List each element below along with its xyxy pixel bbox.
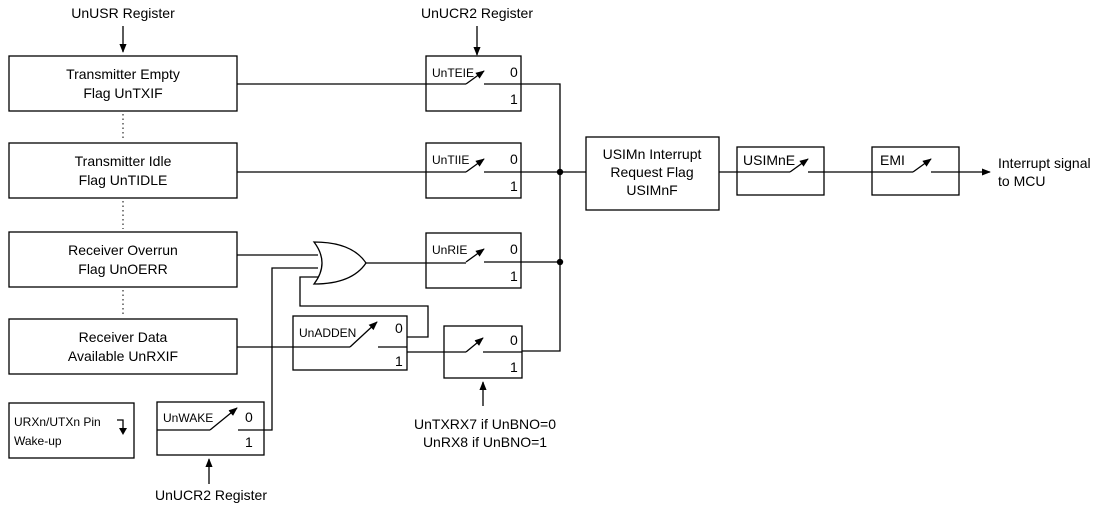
merge-bus-wire [521,83,561,352]
usimne-label: USIMnE [743,152,795,168]
usr-register-label: UnUSR Register [71,5,175,21]
interrupt-flag-line3: USIMnF [626,182,677,198]
interrupt-flag-line1: USIMn Interrupt [603,146,702,162]
txrx-one: 1 [510,359,518,375]
unrie-label: UnRIE [432,243,467,257]
wake-pin-box: URXn/UTXn Pin Wake-up [8,402,135,459]
unadden-one: 1 [395,353,403,369]
wire [299,276,429,338]
junction-dot [556,168,564,176]
unadden-label: UnADDEN [299,326,356,340]
rx-overrun-line1: Receiver Overrun [68,242,178,258]
unwake-switch: UnWAKE 0 1 [156,401,265,456]
falling-edge-arrow-icon [119,428,127,435]
txrx-select-line2: UnRX8 if UnBNO=1 [423,434,547,450]
untiie-one: 1 [510,178,518,194]
unwake-label: UnWAKE [163,411,213,425]
usimn-interrupt-flag-box: USIMn Interrupt Request Flag USIMnF [585,136,720,211]
unrie-switch: UnRIE 0 1 [425,232,522,289]
rx-data-line2: Available UnRXIF [68,348,178,364]
output-line2: to MCU [998,173,1045,189]
wake-pin-line2: Wake-up [14,434,62,448]
txrx-select-line1: UnTXRX7 if UnBNO=0 [414,416,556,432]
unteie-one: 1 [510,91,518,107]
unrie-one: 1 [510,268,518,284]
untiie-label: UnTIIE [432,153,469,167]
switch-arm-icon [465,158,485,173]
rx-overrun-flag-box: Receiver Overrun Flag UnOERR [8,231,238,288]
rx-data-flag-box: Receiver Data Available UnRXIF [8,318,238,375]
switch-arm-icon [789,158,809,173]
txrx-zero: 0 [510,332,518,348]
switch-arm-icon [209,407,238,431]
switch-arm-icon [465,337,484,353]
unteie-switch: UnTEIE 0 1 [425,55,522,112]
emi-switch: EMI [871,146,960,196]
or-gate-icon [312,241,367,285]
unwake-zero: 0 [245,409,253,425]
tx-idle-line2: Flag UnTIDLE [79,172,168,188]
untiie-zero: 0 [510,151,518,167]
switch-arm-icon [349,321,378,348]
emi-label: EMI [880,152,905,168]
rx-overrun-line2: Flag UnOERR [78,261,167,277]
tx-idle-line1: Transmitter Idle [75,153,172,169]
usimne-switch: USIMnE [736,146,825,196]
output-line1: Interrupt signal [998,155,1091,171]
junction-dot [556,258,564,266]
unrie-zero: 0 [510,241,518,257]
tx-empty-line1: Transmitter Empty [66,66,180,82]
tx-empty-flag-box: Transmitter Empty Flag UnTXIF [8,55,238,112]
tx-empty-line2: Flag UnTXIF [83,85,162,101]
unteie-label: UnTEIE [432,66,474,80]
rx-data-line1: Receiver Data [79,329,168,345]
txrx-switch: 0 1 [443,325,523,379]
ucr2-register-bottom-label: UnUCR2 Register [155,487,267,503]
unwake-one: 1 [245,434,253,450]
switch-arm-icon [912,158,932,173]
wake-pin-line1: URXn/UTXn Pin [14,415,101,429]
ucr2-register-top-label: UnUCR2 Register [421,5,533,21]
wire [264,267,318,431]
switch-arm-icon [465,70,485,85]
unadden-switch: UnADDEN 0 1 [292,315,408,371]
tx-idle-flag-box: Transmitter Idle Flag UnTIDLE [8,142,238,199]
untiie-switch: UnTIIE 0 1 [425,142,522,199]
unteie-zero: 0 [510,64,518,80]
switch-arm-icon [465,248,485,263]
interrupt-flag-line2: Request Flag [610,164,693,180]
unadden-zero: 0 [395,320,403,336]
